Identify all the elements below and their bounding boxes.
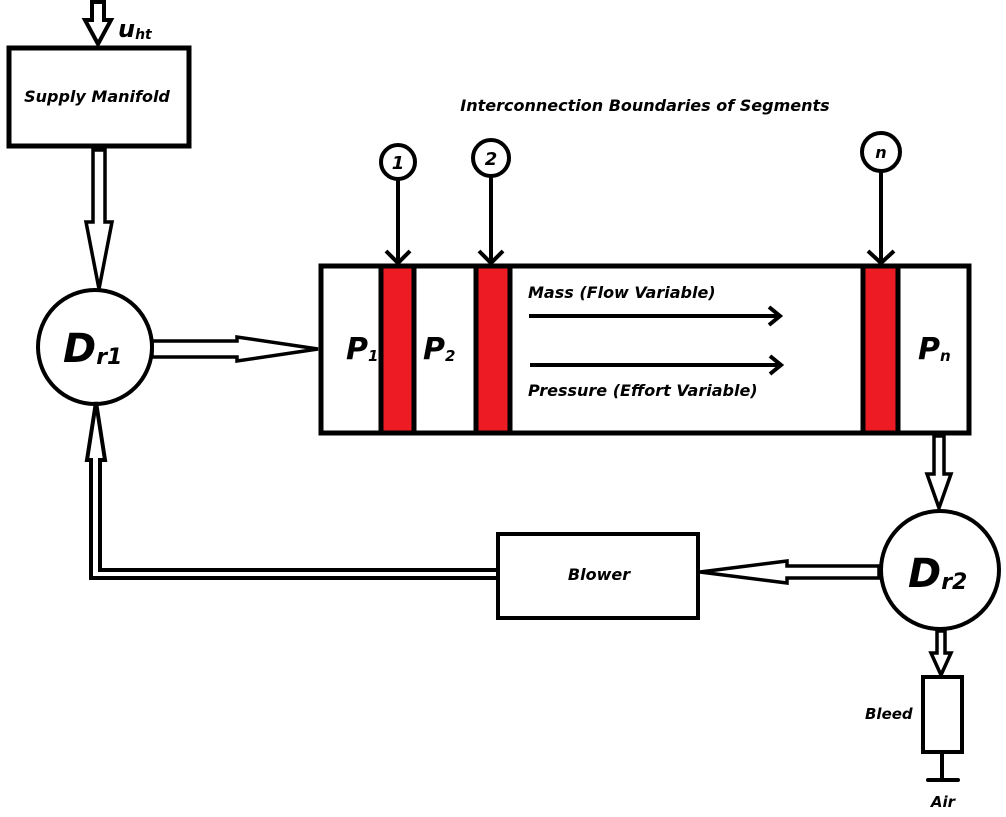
boundary-1-label: 1 [392, 153, 405, 174]
supply-manifold-block[interactable]: Supply Manifold [6, 45, 192, 149]
air-label: Air [930, 793, 957, 811]
blower-to-dr1-return-arrow [84, 401, 496, 580]
dr2-to-bleed-arrow [928, 629, 954, 680]
bleed-valve[interactable] [921, 675, 964, 782]
manifold-to-dr1-arrow [83, 148, 115, 290]
segment-p1-label: P1 [346, 332, 378, 367]
effort-arrow [530, 354, 785, 376]
boundary-n-label: n [875, 143, 886, 162]
dr2-label: Dr2 [908, 551, 967, 597]
boundary-bar-1 [378, 263, 417, 436]
boundary-marker-1[interactable]: 1 [379, 143, 417, 266]
input-arrow [81, 0, 115, 49]
boundary-marker-2[interactable]: 2 [471, 138, 511, 266]
divider-dr2[interactable]: Dr2 [879, 509, 1001, 631]
flow-arrow [529, 305, 784, 327]
pipe-to-dr2-arrow [924, 434, 954, 514]
flow-variable-label: Mass (Flow Variable) [528, 283, 716, 302]
boundary-bar-n [860, 263, 901, 436]
segment-pn-label: Pn [918, 332, 951, 367]
supply-manifold-label: Supply Manifold [24, 87, 170, 106]
divider-dr1[interactable]: Dr1 [36, 288, 154, 406]
bleed-label: Bleed [865, 705, 913, 723]
segment-p2-label: P2 [423, 332, 455, 367]
blower-label: Blower [568, 565, 631, 584]
dr2-to-blower-arrow [699, 559, 881, 585]
boundary-bar-2 [473, 263, 513, 436]
diagram-title: Interconnection Boundaries of Segments [460, 96, 829, 115]
effort-variable-label: Pressure (Effort Variable) [528, 381, 758, 400]
input-label: uht [118, 15, 153, 43]
dr1-to-pipe-arrow [150, 334, 319, 364]
dr1-label: Dr1 [63, 326, 122, 372]
blower-block[interactable]: Blower [496, 532, 700, 620]
boundary-marker-n[interactable]: n [860, 131, 902, 266]
pipe-block[interactable]: P1 P2 Pn Mass (Flow Variable) Pressure (… [318, 263, 972, 436]
boundary-2-label: 2 [485, 149, 498, 170]
